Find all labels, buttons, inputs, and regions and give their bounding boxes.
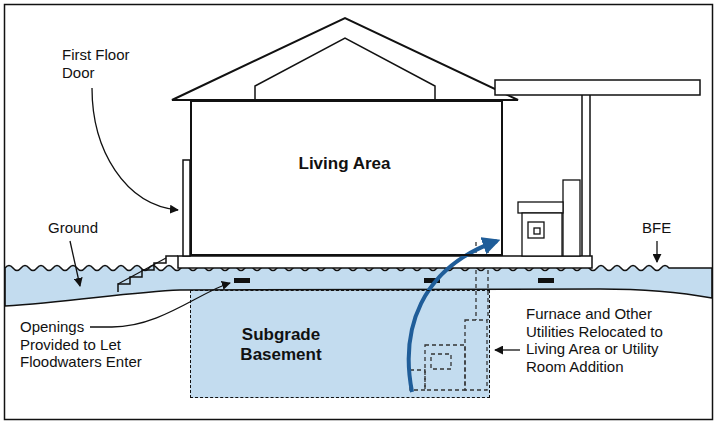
- openings-callout: Openings Provided to Let Floodwaters Ent…: [20, 318, 142, 371]
- water-heater-symbol: [522, 213, 562, 256]
- addition-post: [589, 95, 591, 256]
- addition-roof: [495, 80, 700, 95]
- first-floor-door: [183, 160, 190, 256]
- subgrade-basement: Subgrade Basement: [190, 290, 490, 398]
- leader-line: [70, 241, 80, 286]
- leader-line: [656, 241, 657, 262]
- area-name: Living Area: [192, 154, 497, 174]
- gable-trim: [255, 38, 435, 100]
- furnace-symbol: [563, 180, 580, 256]
- panel-symbol: [528, 222, 544, 238]
- frame: [5, 5, 713, 420]
- stair-stringer: [118, 258, 166, 284]
- ground-callout: Ground: [48, 219, 118, 237]
- leader-line: [92, 88, 178, 210]
- relocated-utilities: [518, 180, 580, 256]
- panel-symbol: [534, 228, 540, 234]
- floodwater: [5, 266, 712, 307]
- old-furnace: [465, 320, 487, 390]
- utilities-callout: Furnace and Other Utilities Relocated to…: [526, 305, 678, 375]
- basement-water: [190, 290, 490, 398]
- living-area: Living Area: [190, 100, 503, 256]
- utility-pipe: [475, 242, 476, 320]
- flood-opening: [234, 278, 250, 283]
- leader-line: [495, 349, 520, 350]
- roof: [172, 18, 518, 100]
- relocation-arrow: [409, 241, 497, 392]
- bfe-callout: BFE: [642, 219, 692, 237]
- addition-post: [581, 95, 583, 256]
- flood-opening: [538, 278, 554, 283]
- old-panel: [431, 354, 451, 369]
- utility-pipe: [487, 242, 488, 320]
- door-callout: First Floor Door: [62, 46, 162, 81]
- area-name: Subgrade Basement: [225, 325, 337, 366]
- old-water-heater: [425, 345, 465, 390]
- water-heater-top: [518, 202, 563, 213]
- foundation-slab: [178, 256, 592, 268]
- entry-stairs: [118, 256, 178, 292]
